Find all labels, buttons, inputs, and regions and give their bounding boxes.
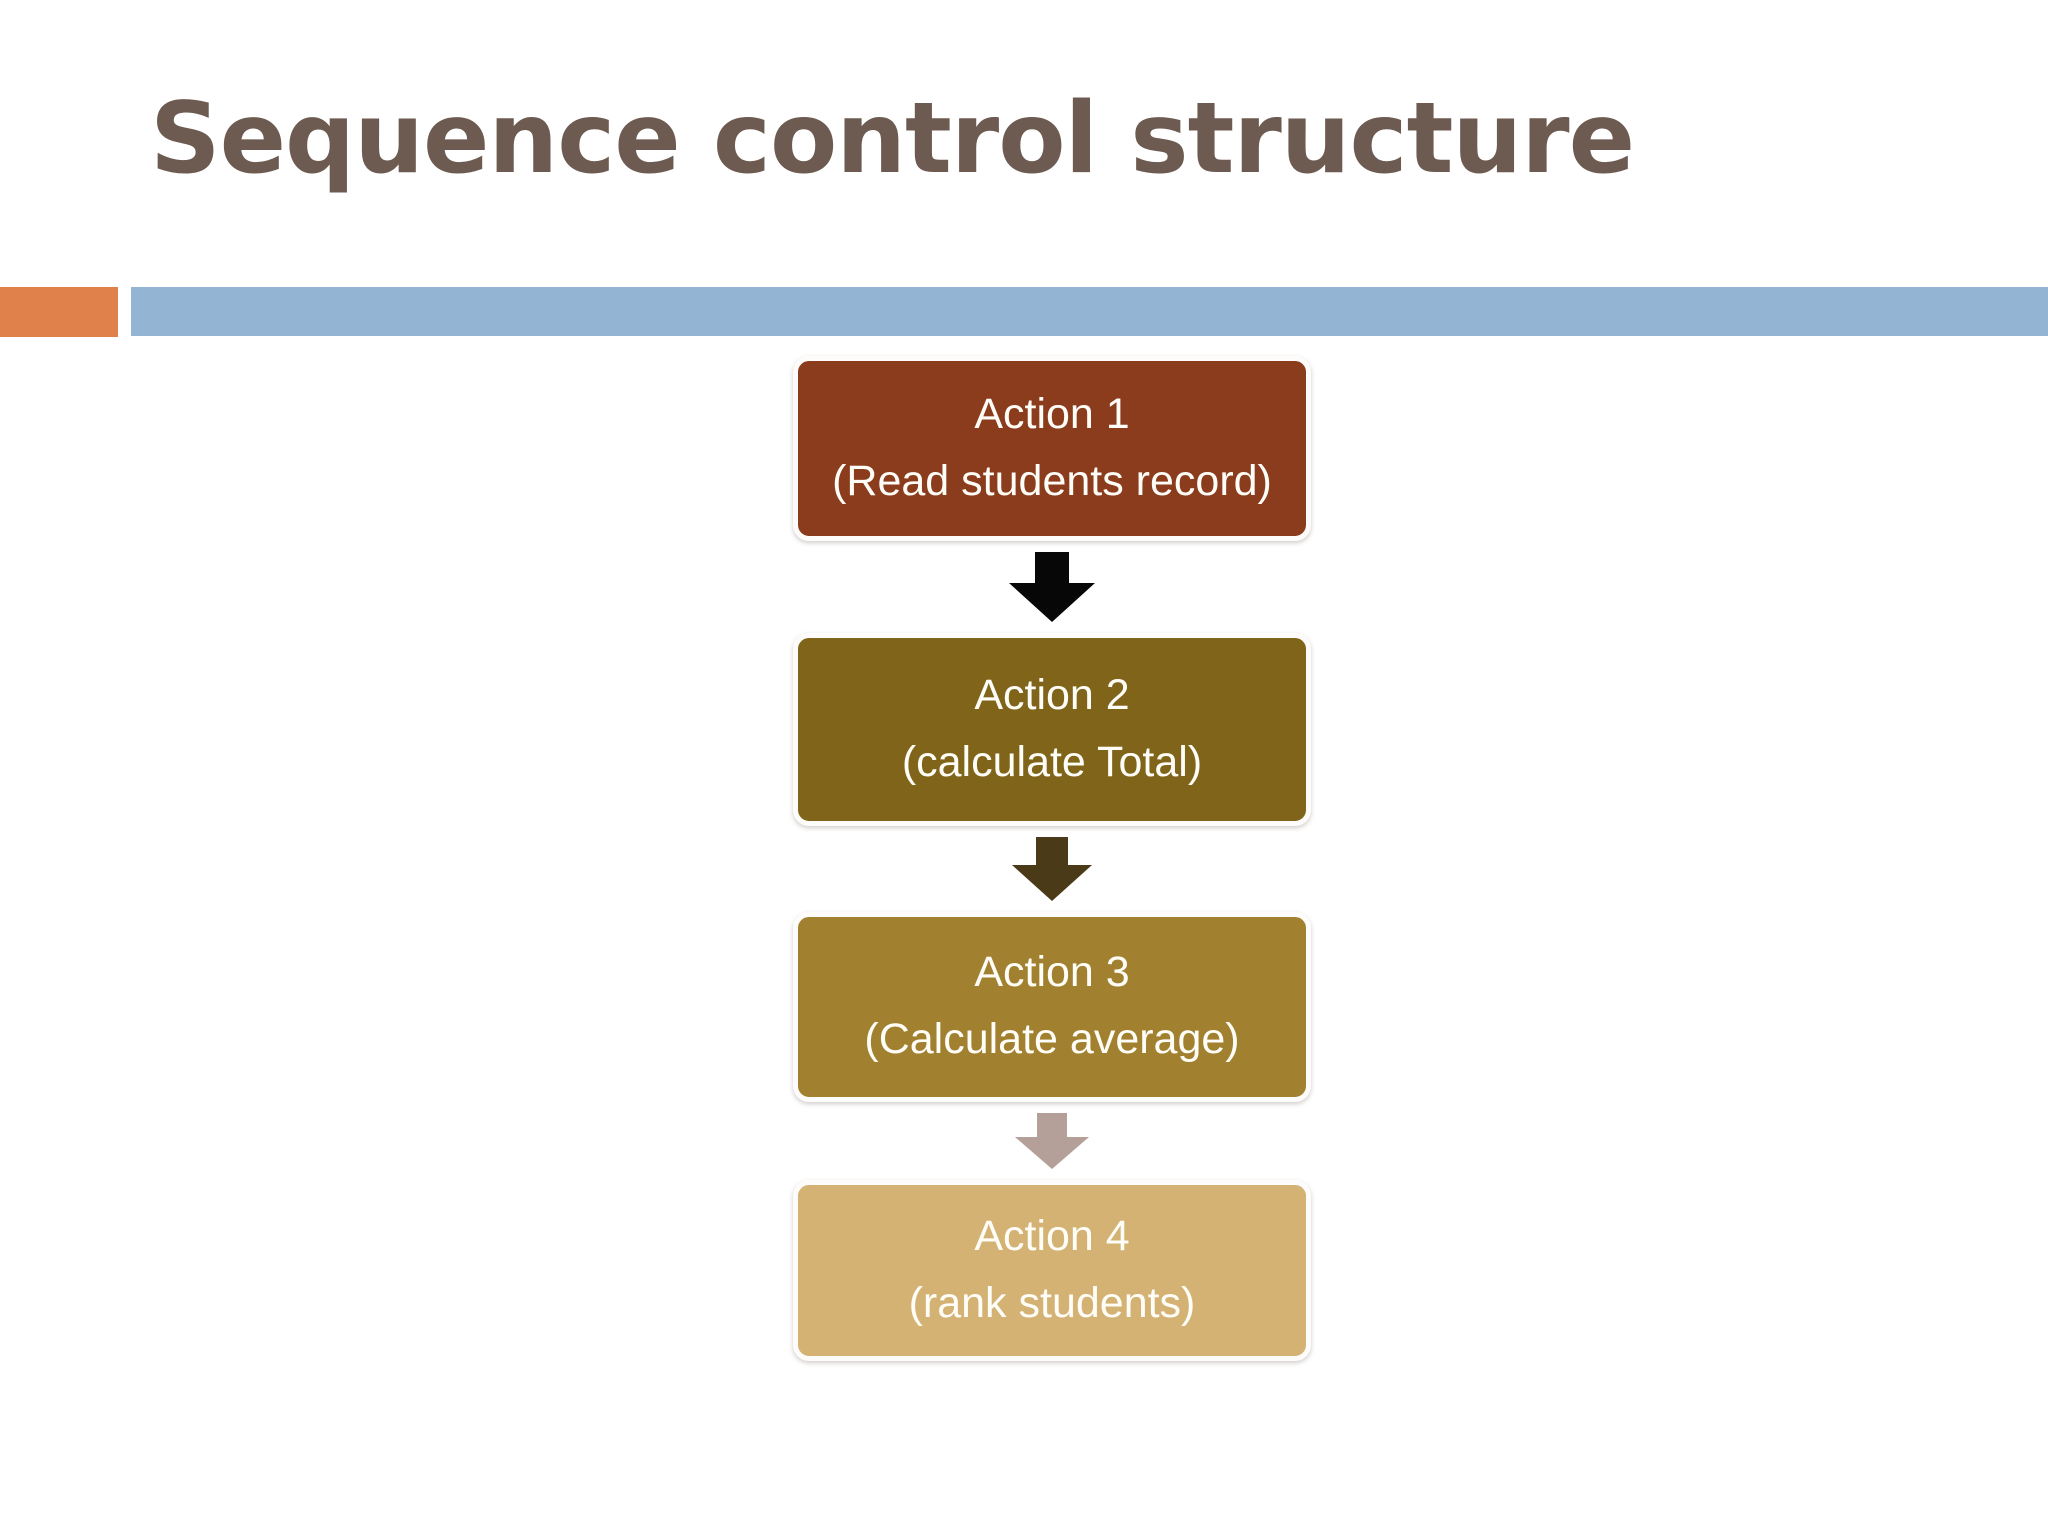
- flow-node-action-2[interactable]: Action 2 (calculate Total): [793, 633, 1311, 826]
- flow-node-action-4[interactable]: Action 4 (rank students): [793, 1180, 1311, 1361]
- flow-node-subtitle: (rank students): [908, 1278, 1196, 1327]
- divider-accent-block: [0, 287, 118, 337]
- flow-node-title: Action 4: [974, 1211, 1130, 1260]
- flow-node-subtitle: (Calculate average): [864, 1015, 1240, 1063]
- flow-node-action-1[interactable]: Action 1 (Read students record): [793, 356, 1311, 541]
- flow-node-title: Action 1: [974, 389, 1130, 438]
- page-title: Sequence control structure: [150, 82, 1635, 196]
- flow-node-subtitle: (Read students record): [832, 456, 1272, 505]
- down-arrow-icon: [1012, 837, 1092, 901]
- sequence-flowchart: Action 1 (Read students record) Action 2…: [793, 356, 1311, 1361]
- flow-node-title: Action 2: [974, 670, 1130, 719]
- flow-node-subtitle: (calculate Total): [901, 737, 1203, 786]
- flow-node-title: Action 3: [974, 948, 1130, 996]
- down-arrow-icon: [1009, 552, 1095, 622]
- divider-rule: [131, 287, 2048, 336]
- title-divider: [0, 287, 2048, 337]
- flow-node-action-3[interactable]: Action 3 (Calculate average): [793, 912, 1311, 1102]
- down-arrow-icon: [1015, 1113, 1089, 1169]
